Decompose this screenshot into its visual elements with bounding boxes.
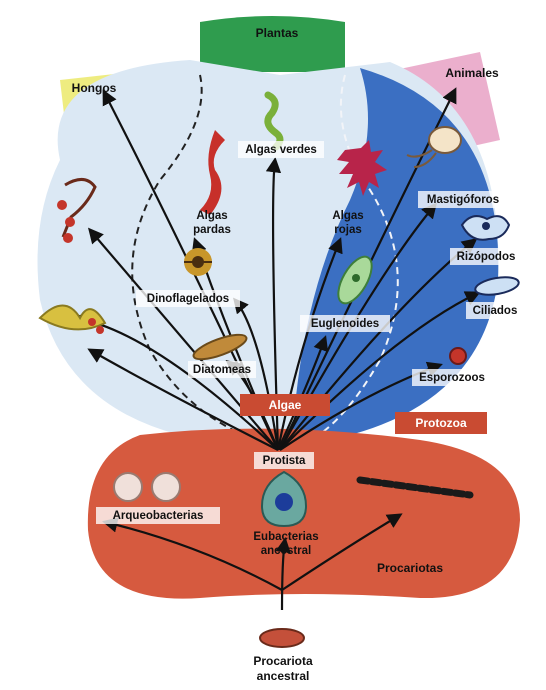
protozoa-banner-label: Protozoa <box>415 416 467 430</box>
euglenoides-label: Euglenoides <box>311 318 379 330</box>
protista-label: Protista <box>263 455 306 467</box>
dinoflagelados-label: Dinoflagelados <box>147 293 229 305</box>
plantas-label: Plantas <box>256 26 299 40</box>
prokaryote-cell-icon <box>260 629 304 647</box>
algas-verdes-label: Algas verdes <box>245 144 317 156</box>
procariotas-label: Procariotas <box>377 561 443 575</box>
hongos-label: Hongos <box>72 81 117 95</box>
rizopodos-label: Rizópodos <box>457 251 516 263</box>
diatomeas-label: Diatomeas <box>193 364 251 376</box>
esporozoos-label: Esporozoos <box>419 372 485 384</box>
sporozoan-icon <box>450 348 466 364</box>
animales-label: Animales <box>445 66 499 80</box>
plantas-band <box>200 16 345 72</box>
ciliados-label: Ciliados <box>473 305 518 317</box>
mastigoforos-label: Mastigóforos <box>427 194 499 206</box>
arqueobacterias-label: Arqueobacterias <box>113 510 204 522</box>
dinoflagellate-icon <box>184 248 212 276</box>
algae-banner-label: Algae <box>269 398 302 412</box>
